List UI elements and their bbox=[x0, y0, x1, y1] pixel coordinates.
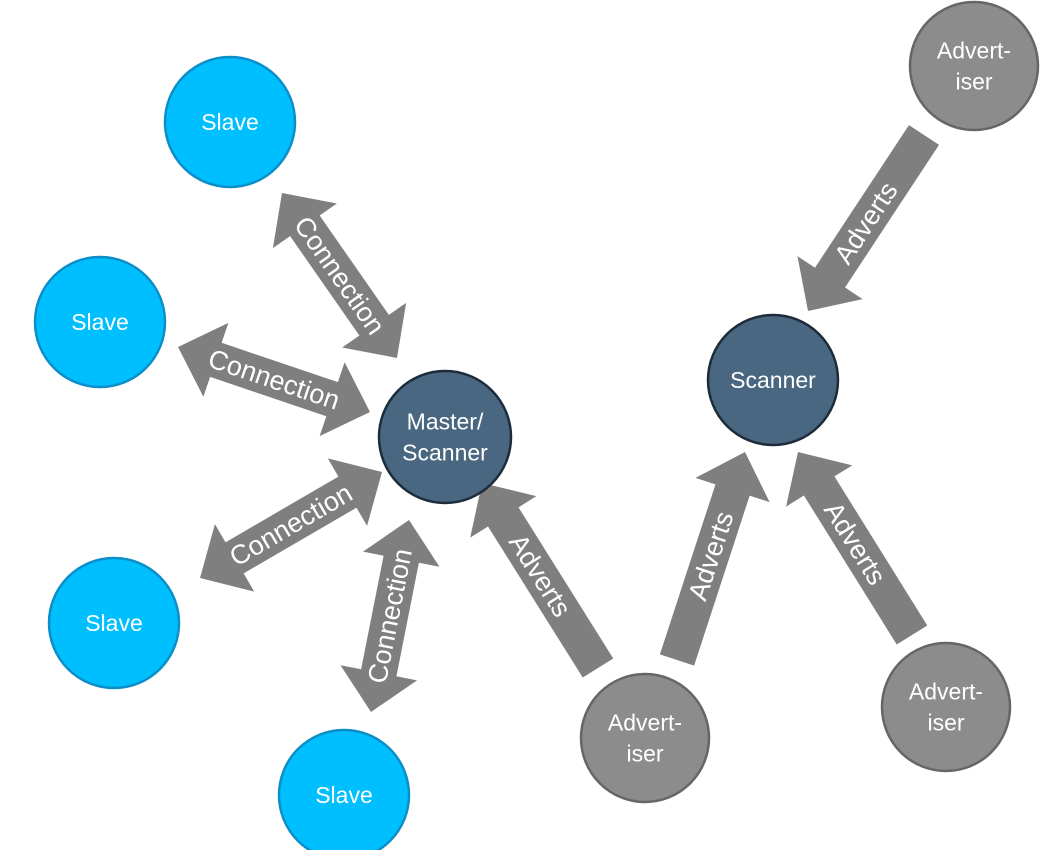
node-slave-2: Slave bbox=[33, 255, 167, 389]
arrow-adverts-center-to-scanner bbox=[659, 451, 770, 666]
node-label: Slave bbox=[85, 610, 143, 636]
arrow-adverts-right-to-scanner bbox=[786, 451, 928, 645]
node-slave-4: Slave bbox=[277, 728, 411, 850]
arrow-shape bbox=[797, 125, 940, 312]
node-label: iser bbox=[927, 710, 964, 736]
node-label: Scanner bbox=[402, 440, 488, 466]
arrow-shape bbox=[786, 451, 928, 645]
arrow-shape bbox=[340, 520, 440, 712]
node-circle bbox=[47, 556, 181, 690]
node-circle bbox=[277, 728, 411, 850]
nodes-layer: SlaveSlaveSlaveSlaveMaster/ScannerScanne… bbox=[33, 0, 1040, 850]
node-label: Scanner bbox=[730, 367, 816, 393]
node-label: Slave bbox=[201, 109, 259, 135]
node-scanner: Scanner bbox=[706, 313, 840, 447]
arrow-connection-slave-2 bbox=[177, 322, 370, 437]
arrow-adverts-to-master bbox=[470, 482, 614, 678]
arrow-connection-slave-4 bbox=[340, 520, 440, 712]
node-advertiser-top: Advert-iser bbox=[908, 0, 1040, 132]
node-label: Slave bbox=[315, 782, 373, 808]
node-circle bbox=[908, 0, 1040, 132]
node-circle bbox=[706, 313, 840, 447]
arrow-label: Connection bbox=[288, 211, 391, 340]
node-label: Slave bbox=[71, 309, 129, 335]
arrow-label: Connection bbox=[224, 478, 357, 573]
node-circle bbox=[377, 369, 513, 505]
arrow-label: Connection bbox=[362, 546, 418, 686]
node-circle bbox=[579, 672, 711, 804]
arrows-layer: ConnectionConnectionConnectionConnection… bbox=[177, 125, 940, 712]
node-label: Advert- bbox=[608, 710, 682, 736]
node-master-scanner: Master/Scanner bbox=[377, 369, 513, 505]
arrow-shape bbox=[199, 458, 382, 592]
node-advertiser-bottom-right: Advert-iser bbox=[880, 641, 1012, 773]
node-label: iser bbox=[626, 741, 663, 767]
node-slave-3: Slave bbox=[47, 556, 181, 690]
arrow-connection-slave-1 bbox=[272, 192, 407, 358]
node-circle bbox=[163, 55, 297, 189]
arrow-adverts-top-to-scanner bbox=[797, 125, 940, 312]
node-label: Advert- bbox=[909, 679, 983, 705]
arrow-connection-slave-3 bbox=[199, 458, 382, 592]
arrow-label: Adverts bbox=[683, 508, 740, 604]
node-circle bbox=[880, 641, 1012, 773]
arrow-shape bbox=[177, 322, 370, 437]
arrow-shape bbox=[659, 451, 770, 666]
node-label: Master/ bbox=[407, 409, 484, 435]
node-advertiser-bottom-center: Advert-iser bbox=[579, 672, 711, 804]
node-slave-1: Slave bbox=[163, 55, 297, 189]
node-label: iser bbox=[955, 69, 992, 95]
arrow-shape bbox=[470, 482, 614, 678]
node-circle bbox=[33, 255, 167, 389]
node-label: Advert- bbox=[937, 38, 1011, 64]
arrow-shape bbox=[272, 192, 407, 358]
